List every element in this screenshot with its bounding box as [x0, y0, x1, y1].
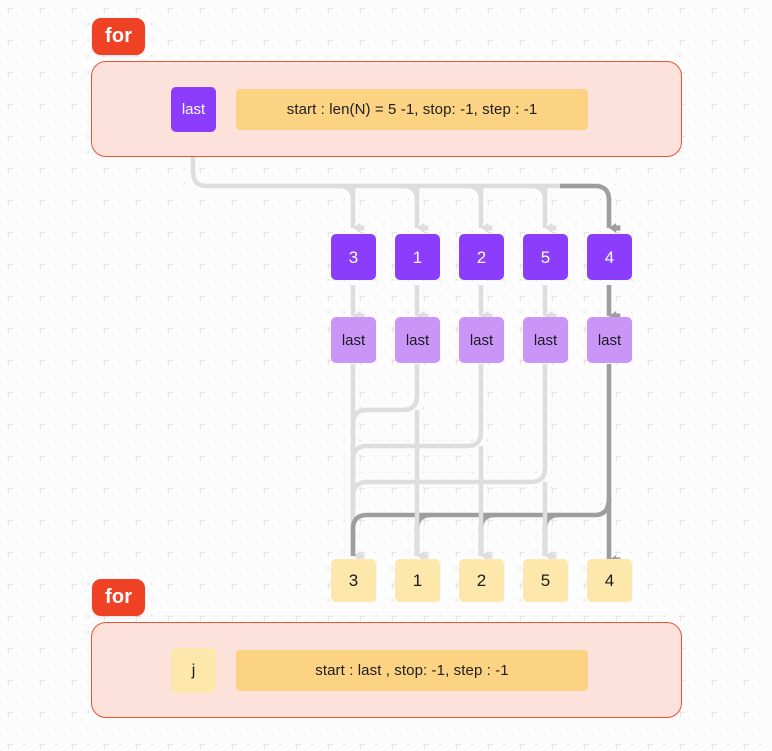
result-node-2[interactable]: 2	[459, 559, 504, 602]
last-node-0[interactable]: last	[331, 317, 376, 363]
last-node-2[interactable]: last	[459, 317, 504, 363]
value-node-3[interactable]: 5	[523, 234, 568, 280]
for-badge-outer[interactable]: for	[92, 18, 146, 55]
last-node-4[interactable]: last	[587, 317, 632, 363]
result-node-0[interactable]: 3	[331, 559, 376, 602]
outer-loop-range[interactable]: start : len(N) = 5 -1, stop: -1, step : …	[236, 89, 588, 130]
outer-loop-variable[interactable]: last	[171, 87, 216, 132]
value-node-0[interactable]: 3	[331, 234, 376, 280]
inner-loop-variable[interactable]: j	[171, 648, 216, 693]
value-node-1[interactable]: 1	[395, 234, 440, 280]
for-badge-inner[interactable]: for	[92, 579, 146, 616]
inner-loop-container[interactable]: j start : last , stop: -1, step : -1	[91, 622, 682, 718]
result-node-4[interactable]: 4	[587, 559, 632, 602]
result-node-3[interactable]: 5	[523, 559, 568, 602]
inner-loop-range[interactable]: start : last , stop: -1, step : -1	[236, 650, 588, 691]
value-node-4[interactable]: 4	[587, 234, 632, 280]
last-node-1[interactable]: last	[395, 317, 440, 363]
outer-loop-container[interactable]: last start : len(N) = 5 -1, stop: -1, st…	[91, 61, 682, 157]
value-node-2[interactable]: 2	[459, 234, 504, 280]
last-node-3[interactable]: last	[523, 317, 568, 363]
result-node-1[interactable]: 1	[395, 559, 440, 602]
